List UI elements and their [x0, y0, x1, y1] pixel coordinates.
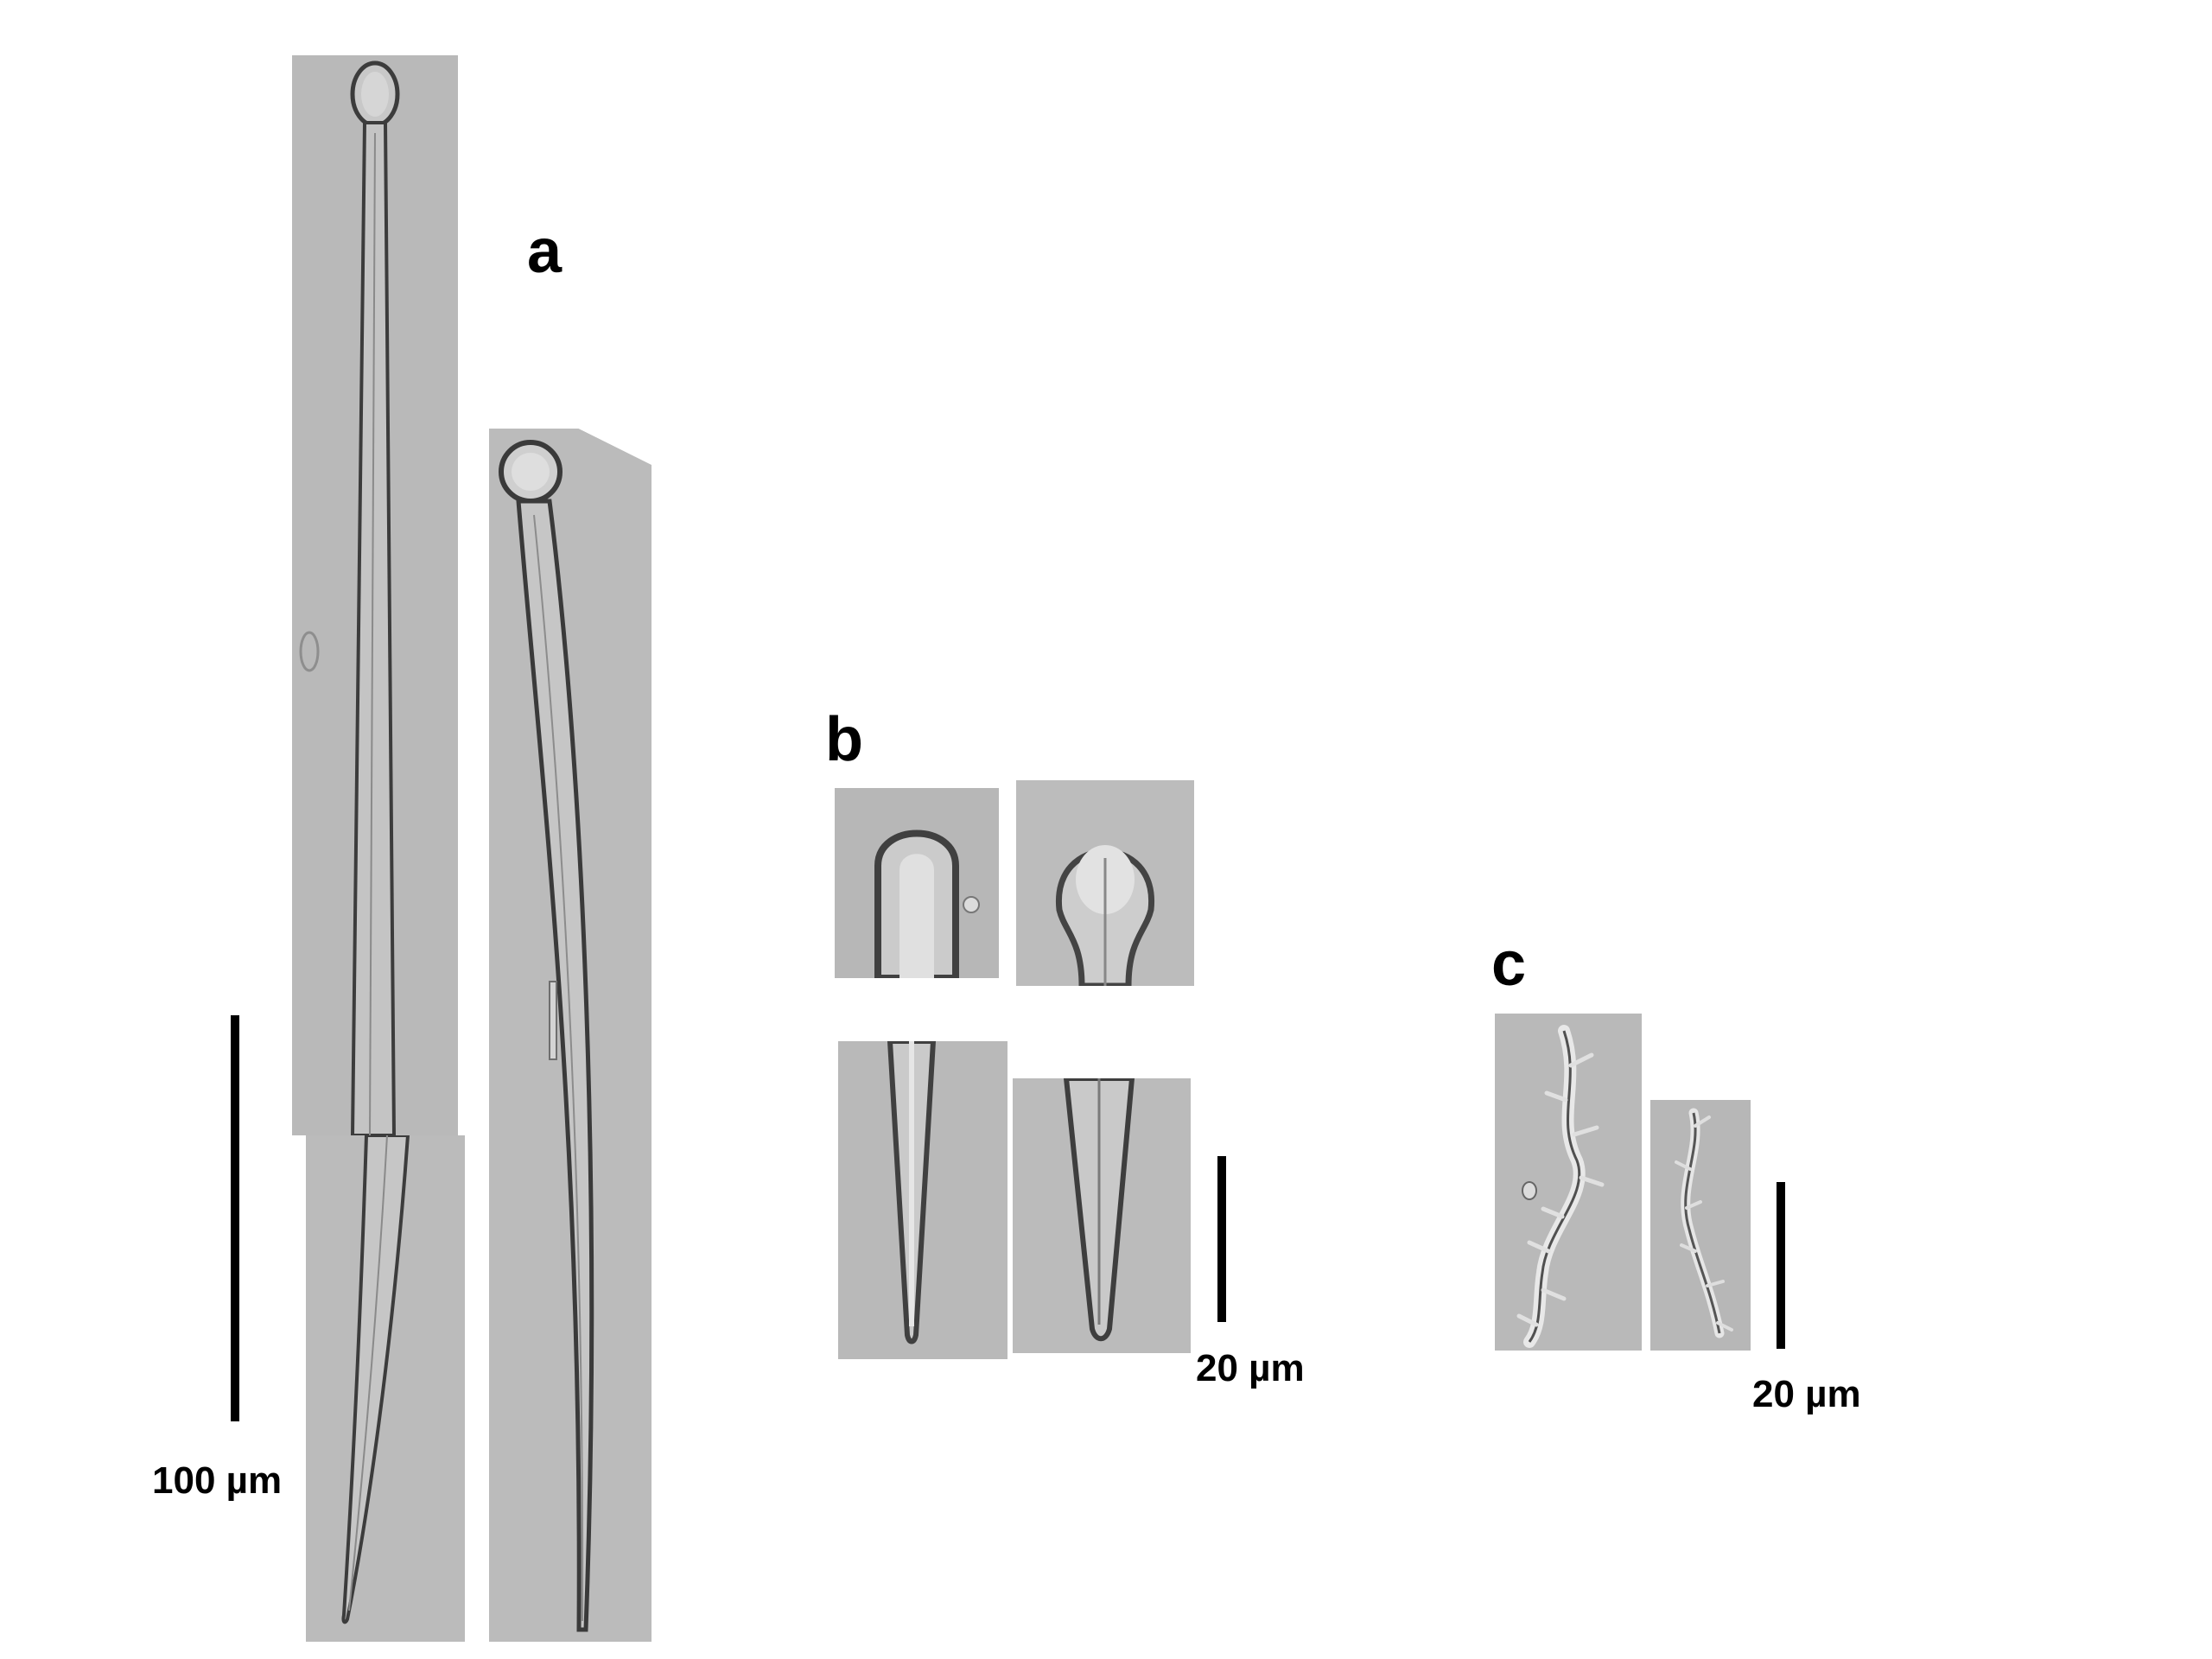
- spicule-tip-2: [1013, 1078, 1191, 1353]
- micrograph-a-left-top: [292, 55, 458, 1135]
- micrograph-a-right: [489, 429, 652, 1642]
- spicule-tip-1: [838, 1041, 1007, 1359]
- micrograph-b-tip-1: [838, 1041, 1007, 1359]
- spicule-head-2: [1016, 780, 1194, 986]
- scale-bar-b: [1217, 1156, 1226, 1322]
- spined-microxea-1: [1495, 1014, 1642, 1351]
- scale-label-c: 20 µm: [1752, 1373, 1861, 1415]
- panel-label-b: b: [825, 705, 863, 774]
- micrograph-b-tip-2: [1013, 1078, 1191, 1353]
- micrograph-c-1: [1495, 1014, 1642, 1351]
- spicule-tylostyle-left-tip: [306, 1135, 465, 1642]
- spicule-head-1: [835, 788, 999, 978]
- panel-label-c: c: [1491, 930, 1527, 999]
- scale-label-b: 20 µm: [1196, 1347, 1305, 1389]
- micrograph-b-head-1: [835, 788, 999, 978]
- scale-label-a: 100 µm: [152, 1459, 283, 1502]
- scale-bar-a: [231, 1015, 239, 1421]
- panel-label-a: a: [527, 217, 563, 286]
- micrograph-a-left-bottom: [306, 1135, 465, 1642]
- spicule-tylostyle-right: [489, 429, 652, 1642]
- spicule-tylostyle-left: [292, 55, 458, 1135]
- micrograph-c-2: [1650, 1100, 1751, 1351]
- spined-microxea-2: [1650, 1100, 1751, 1351]
- scale-bar-c: [1777, 1182, 1785, 1349]
- micrograph-b-head-2: [1016, 780, 1194, 986]
